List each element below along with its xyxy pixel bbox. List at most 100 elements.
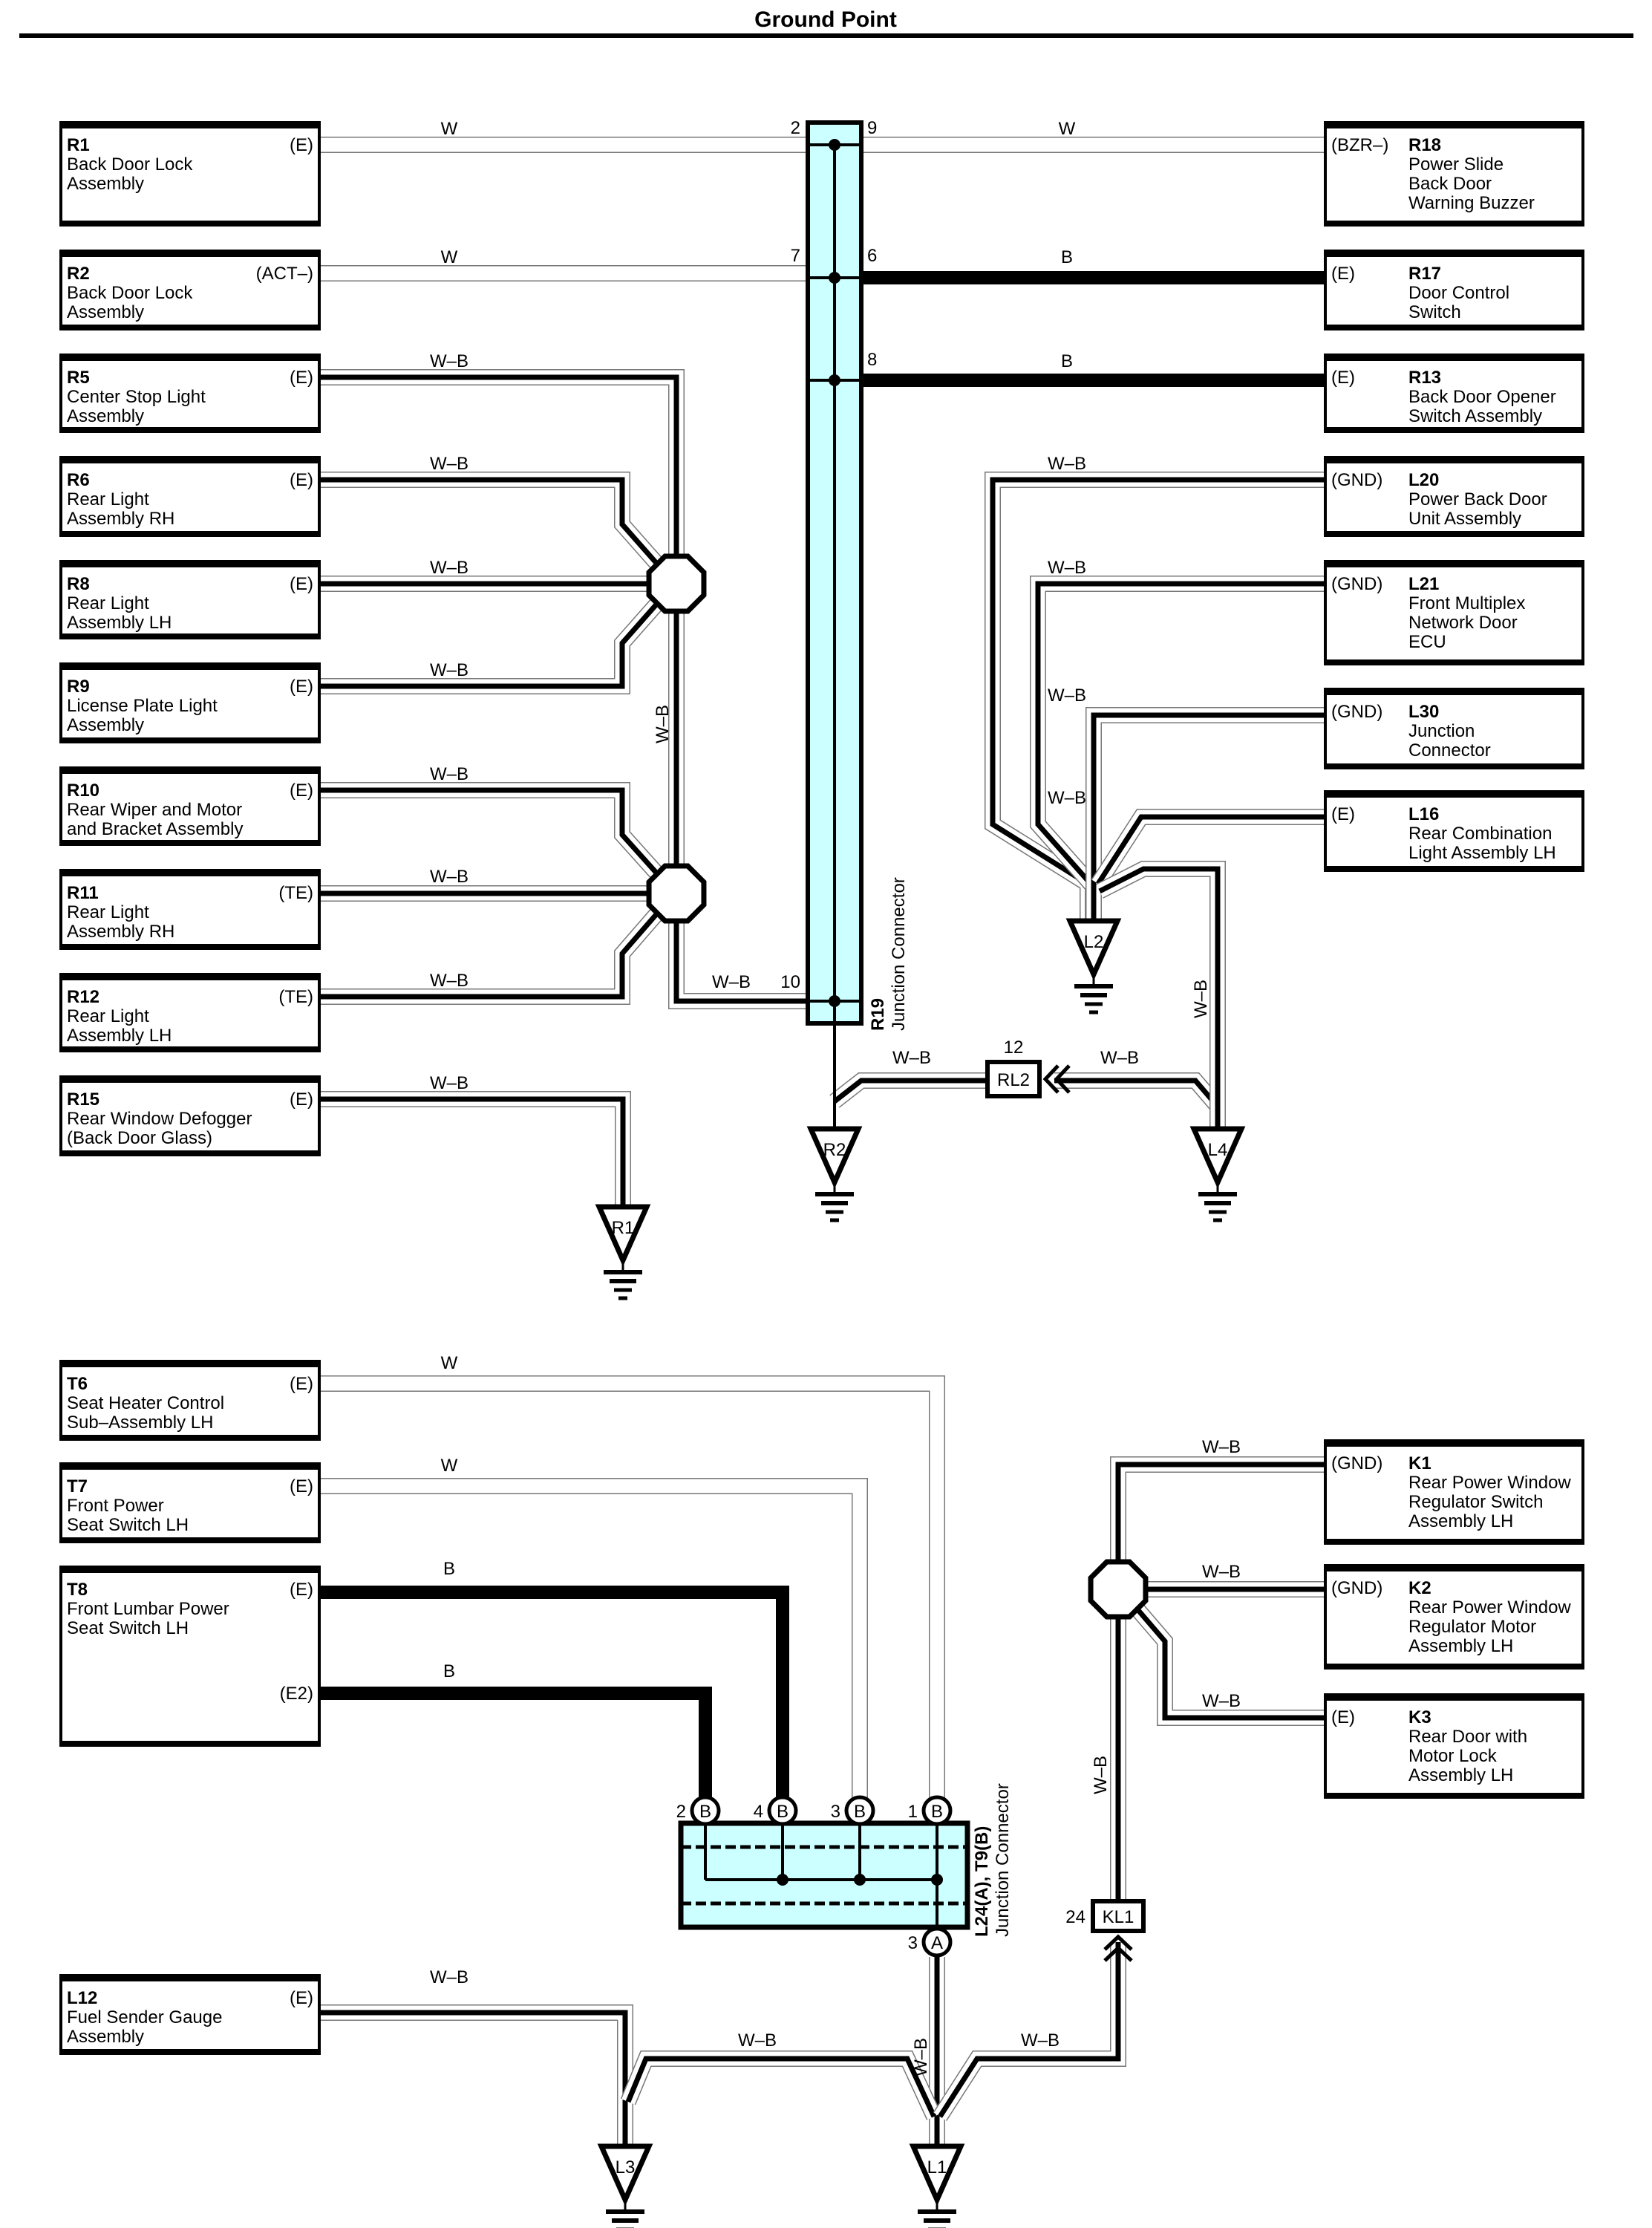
wire-color-label: B xyxy=(443,1661,455,1681)
component-label: Light Assembly LH xyxy=(1408,843,1556,863)
pin-tag: B xyxy=(777,1802,789,1822)
pin-number: 8 xyxy=(867,350,877,370)
component-box-top-edge xyxy=(1324,790,1584,798)
ground-l1: L1 xyxy=(909,2143,965,2228)
component-box xyxy=(1324,1564,1584,1670)
wire-l12 xyxy=(319,2004,633,2146)
wire-stripe xyxy=(319,1096,626,1211)
pin-label: (E) xyxy=(290,677,313,697)
wire-color-label: W xyxy=(1059,119,1076,139)
wire-color-label: W–B xyxy=(1048,685,1086,706)
wire-bus-to-r19 xyxy=(668,584,808,1009)
component-label: Assembly xyxy=(67,302,144,322)
component-label: Power Slide xyxy=(1408,154,1504,175)
wire-fill xyxy=(1054,1073,1225,1151)
wire-fill xyxy=(319,1376,944,1812)
connector-pin-circle xyxy=(767,1795,798,1826)
wire-t8-e xyxy=(319,1586,789,1812)
ground-l2: L2 xyxy=(1065,918,1122,1014)
wire-stripe xyxy=(938,1942,1121,2118)
component-code: K3 xyxy=(1408,1707,1431,1727)
component-box xyxy=(59,869,321,950)
component-label: Front Lumbar Power xyxy=(67,1599,229,1619)
junction-code: R19 xyxy=(868,998,888,1031)
component-label: Assembly LH xyxy=(67,1026,172,1046)
component-code: L30 xyxy=(1408,702,1439,722)
junction-dot xyxy=(931,1874,943,1886)
wire-k1 xyxy=(1110,1456,1325,1589)
component-code: R11 xyxy=(67,883,99,903)
wire-stripe xyxy=(319,787,664,881)
wire-color-label: W xyxy=(441,1456,458,1476)
pin-number: 3 xyxy=(831,1802,840,1822)
ground-triangle xyxy=(1189,1126,1246,1189)
pin-label: (E2) xyxy=(280,1684,313,1704)
wire-l3-l1 xyxy=(620,2051,941,2120)
component-label: Connector xyxy=(1408,740,1491,760)
component-label: Seat Heater Control xyxy=(67,1393,224,1413)
wire-stripe xyxy=(1035,581,1325,886)
connector-arrow-icon xyxy=(1103,1945,1133,1962)
junction-r19-dot xyxy=(829,139,840,151)
wire-color-label: W–B xyxy=(430,558,468,578)
pin-number: 24 xyxy=(1065,1907,1085,1927)
wire-black xyxy=(319,1586,789,1812)
component-box xyxy=(59,354,321,433)
component-box-top-edge xyxy=(1324,560,1584,567)
component-code: R10 xyxy=(67,781,99,801)
component-label: Assembly xyxy=(67,406,144,426)
junction-code: L24(A), T9(B) xyxy=(972,1826,992,1937)
wire-fill xyxy=(669,584,808,1009)
wire-r10 xyxy=(319,782,668,885)
component-label: Back Door Lock xyxy=(67,154,193,175)
pin-label: (E) xyxy=(290,135,313,155)
component-label: Back Door Opener xyxy=(1408,387,1556,407)
component-label: Regulator Motor xyxy=(1408,1617,1536,1637)
pin-number: 7 xyxy=(791,246,800,266)
component-box-top-edge xyxy=(59,1566,321,1573)
ground-triangle xyxy=(806,1126,863,1189)
wire-color-label: W–B xyxy=(1048,558,1086,578)
component-label: Switch Assembly xyxy=(1408,406,1542,426)
component-box-bottom-edge xyxy=(1324,763,1584,769)
component-box xyxy=(59,560,321,639)
component-code: R9 xyxy=(67,677,90,697)
junction-r19-dot xyxy=(829,272,840,284)
wire-color-label: B xyxy=(443,1559,455,1579)
component-label: Seat Switch LH xyxy=(67,1515,189,1535)
splice-point-1 xyxy=(646,553,707,614)
pin-label: (E) xyxy=(1331,264,1355,284)
component-label: ECU xyxy=(1408,632,1446,652)
component-box-bottom-edge xyxy=(59,1741,321,1747)
component-box xyxy=(1324,790,1584,872)
pin-label: (E) xyxy=(1331,1707,1355,1727)
wire-fill xyxy=(621,2051,941,2120)
wire-color-label: W xyxy=(441,1353,458,1373)
junction-r19-dot xyxy=(829,374,840,386)
component-code: T8 xyxy=(67,1580,88,1600)
wire-outline xyxy=(319,593,668,694)
component-label: Rear Power Window xyxy=(1408,1597,1571,1618)
wire-fill xyxy=(319,1092,630,1211)
wire-color-label: W xyxy=(441,247,458,267)
ground-r2: R2 xyxy=(806,1126,863,1222)
junction-connector-l24-t9 xyxy=(678,1820,970,1930)
pin-label: (TE) xyxy=(278,883,313,903)
wire-color-label: W–B xyxy=(1048,454,1086,474)
ground-label: R2 xyxy=(823,1140,846,1160)
wire-r5 xyxy=(319,369,685,584)
component-box-top-edge xyxy=(59,662,321,670)
wire-fill xyxy=(319,783,667,884)
component-box-top-edge xyxy=(59,1974,321,1981)
page-title: Ground Point xyxy=(754,7,897,32)
component-box-top-edge xyxy=(59,250,321,257)
wire-r6 xyxy=(319,472,668,575)
wire-color-label: W xyxy=(441,119,458,139)
ground-l4: L4 xyxy=(1189,1126,1246,1222)
component-box-bottom-edge xyxy=(1324,1793,1584,1799)
junction-dot xyxy=(777,1874,789,1886)
component-box-bottom-edge xyxy=(59,1537,321,1543)
